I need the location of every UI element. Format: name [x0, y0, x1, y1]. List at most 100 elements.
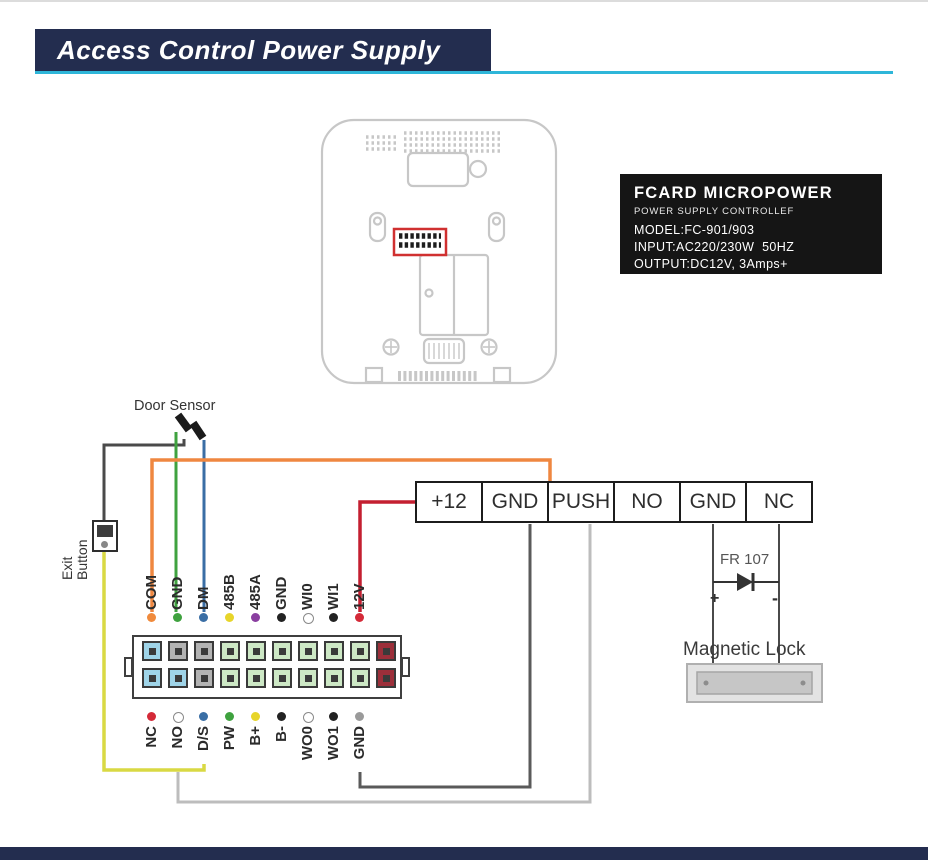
connector-screw-hole [356, 647, 364, 655]
controller-pin-top-DM: DM [195, 586, 212, 610]
connector-cell-top-6 [298, 641, 318, 661]
wire-com-to-power-push [150, 458, 552, 612]
pin-wire-dot-WO1 [329, 712, 338, 721]
diode-minus-sign: - [772, 588, 778, 608]
connector-screw-hole [200, 647, 208, 655]
pin-wire-dot-485A [251, 613, 260, 622]
device-back-view-illustration [320, 118, 558, 385]
connector-screw-hole [330, 674, 338, 682]
pin-wire-dot-12V [355, 613, 364, 622]
wire-no-to-power-push [176, 524, 592, 804]
controller-pin-bottom-B: B- [273, 726, 290, 742]
info-box-input: INPUT:AC220/230W 50HZ [634, 240, 795, 254]
controller-pin-bottom-WO0: WO0 [299, 726, 316, 761]
connector-cell-top-7 [324, 641, 344, 661]
footer-bar [0, 847, 928, 860]
door-sensor-icon [174, 412, 207, 441]
connector-screw-hole [252, 647, 260, 655]
power-terminal-nc-5: NC [745, 481, 813, 523]
connector-screw-hole [252, 674, 260, 682]
pin-wire-dot-WO0 [303, 712, 314, 723]
wire-exit-button-to-ds [102, 552, 206, 772]
connector-screw-hole [174, 674, 182, 682]
magnetic-lock-illustration [686, 663, 823, 703]
controller-pin-top-485A: 485A [247, 574, 264, 610]
connector-cell-bottom-1 [168, 668, 188, 688]
connector-cell-top-0 [142, 641, 162, 661]
connector-cell-top-9 [376, 641, 396, 661]
info-box-output: OUTPUT:DC12V, 3Amps+ [634, 257, 788, 271]
diode-plus-sign: + [710, 590, 720, 607]
pin-wire-dot-NC [147, 712, 156, 721]
wire-12v-to-power-12 [358, 500, 416, 612]
connector-cell-bottom-6 [298, 668, 318, 688]
connector-screw-hole [304, 647, 312, 655]
controller-pin-bottom-WO1: WO1 [325, 726, 342, 761]
connector-cell-top-5 [272, 641, 292, 661]
power-supply-info-box: FCARD MICROPOWER POWER SUPPLY CONTROLLEF… [620, 174, 882, 274]
connector-screw-hole [330, 647, 338, 655]
controller-pin-bottom-NC: NC [143, 726, 160, 748]
connector-cell-bottom-8 [350, 668, 370, 688]
power-terminal-+12-0: +12 [415, 481, 483, 523]
door-sensor-label: Door Sensor [134, 398, 216, 414]
pin-wire-dot-GND [277, 613, 286, 622]
info-box-subtitle: POWER SUPPLY CONTROLLEF [634, 206, 795, 217]
power-terminal-no-3: NO [613, 481, 681, 523]
connector-screw-hole [278, 647, 286, 655]
connector-screw-hole [226, 647, 234, 655]
exit-button-label: Exit Button [59, 539, 90, 580]
connector-screw-hole [278, 674, 286, 682]
connector-cell-bottom-9 [376, 668, 396, 688]
controller-pin-top-COM: COM [143, 575, 160, 610]
connector-screw-hole [304, 674, 312, 682]
pin-wire-dot-PW [225, 712, 234, 721]
pin-wire-dot-WI0 [303, 613, 314, 624]
connector-cell-bottom-4 [246, 668, 266, 688]
controller-pin-top-GND: GND [169, 576, 186, 610]
controller-pin-top-WI1: WI1 [325, 583, 342, 610]
connector-cell-top-2 [194, 641, 214, 661]
connector-screw-hole [382, 674, 390, 682]
connector-screw-hole [382, 647, 390, 655]
exit-button-icon-display [97, 525, 113, 537]
power-terminal-push-2: PUSH [547, 481, 615, 523]
pin-wire-dot-B+ [251, 712, 260, 721]
controller-pin-bottom-DS: D/S [195, 726, 212, 752]
controller-pin-top-12V: 12V [351, 583, 368, 610]
page-title: Access Control Power Supply [57, 34, 441, 65]
wire-sensor-to-exit-button [102, 439, 186, 520]
exit-button-icon-button [101, 541, 108, 548]
controller-pin-bottom-PW: PW [221, 726, 238, 751]
info-box-model: MODEL:FC-901/903 [634, 223, 755, 237]
diode-label: FR 107 [720, 551, 770, 568]
wire-gnd-to-power-gnd [358, 524, 532, 789]
connector-screw-hole [200, 674, 208, 682]
connector-screw-hole [174, 647, 182, 655]
controller-pin-bottom-B+: B+ [247, 726, 264, 746]
connector-right-ear [401, 657, 410, 677]
connector-cell-top-1 [168, 641, 188, 661]
controller-pin-top-GND: GND [273, 576, 290, 610]
diode-fr107-symbol [713, 573, 779, 591]
device-connector-highlight [392, 227, 448, 257]
pin-wire-dot-WI1 [329, 613, 338, 622]
connector-cell-bottom-3 [220, 668, 240, 688]
info-box-title: FCARD MICROPOWER [634, 184, 833, 202]
power-terminal-gnd-1: GND [481, 481, 549, 523]
page-title-bar: Access Control Power Supply [35, 29, 491, 71]
pin-wire-dot-COM [147, 613, 156, 622]
connector-screw-hole [356, 674, 364, 682]
pin-wire-dot-NO [173, 712, 184, 723]
pin-wire-dot-GND [355, 712, 364, 721]
controller-pin-bottom-NO: NO [169, 726, 186, 749]
connector-cell-top-3 [220, 641, 240, 661]
title-underline [35, 71, 893, 74]
pin-wire-dot-GND [173, 613, 182, 622]
connector-cell-bottom-7 [324, 668, 344, 688]
controller-pin-top-485B: 485B [221, 574, 238, 610]
connector-screw-hole [148, 674, 156, 682]
connector-cell-top-8 [350, 641, 370, 661]
